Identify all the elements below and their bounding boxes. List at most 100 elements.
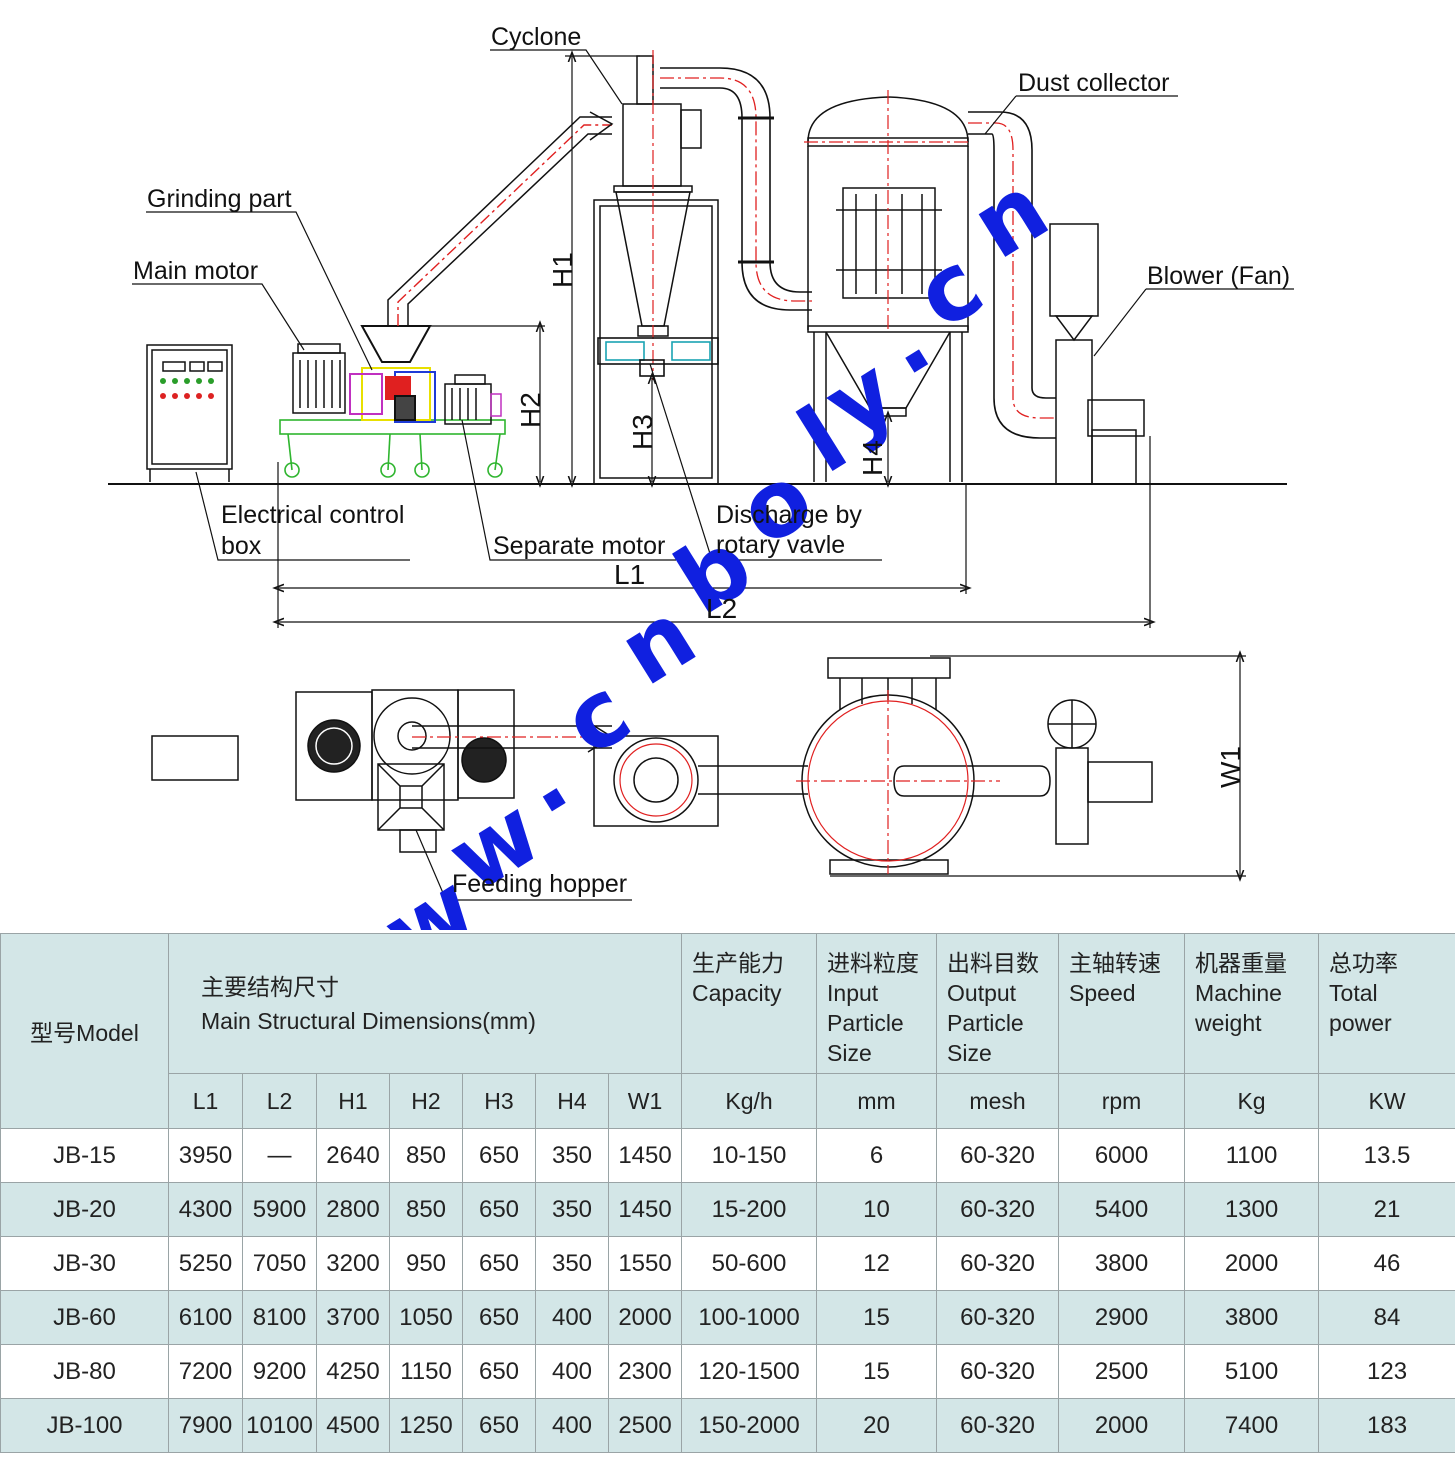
header-line: 总功率 <box>1329 950 1399 976</box>
table-cell: 1250 <box>389 1398 463 1453</box>
table-cell: 650 <box>462 1344 536 1399</box>
table-cell: 6100 <box>168 1290 243 1345</box>
machine-diagram: w w w . c n b o l y . c n Cyclone Dust c… <box>108 23 1294 930</box>
header-line: Capacity <box>692 980 782 1006</box>
table-cell: 60-320 <box>936 1182 1060 1237</box>
table-cell: 15-200 <box>681 1182 818 1237</box>
table-cell: 7400 <box>1184 1398 1320 1453</box>
dim-l2-label: L2 <box>706 593 737 624</box>
table-cell: 120-1500 <box>681 1344 818 1399</box>
weight-header: 机器重量 Machine weight <box>1184 933 1320 1074</box>
unit-cell: mm <box>816 1073 938 1129</box>
table-cell: 7900 <box>168 1398 243 1453</box>
table-cell: 7050 <box>242 1236 317 1291</box>
table-cell: 2000 <box>607 1290 683 1345</box>
table-cell: 6 <box>816 1128 938 1183</box>
collector-blower-pipe <box>968 111 1056 439</box>
watermark-char: n <box>954 154 1066 279</box>
table-cell: 2000 <box>1058 1398 1186 1453</box>
table-cell: 4250 <box>316 1344 390 1399</box>
header-line: Total <box>1329 980 1378 1006</box>
table-cell: 13.5 <box>1318 1128 1455 1183</box>
table-cell: 10 <box>816 1182 938 1237</box>
header-line: 主轴转速 <box>1069 950 1162 976</box>
capacity-header: 生产能力 Capacity <box>681 933 818 1074</box>
table-cell: 5250 <box>168 1236 243 1291</box>
watermark-char: c <box>545 657 648 777</box>
unit-cell: H2 <box>389 1073 463 1129</box>
dimensions-header-cn: 主要结构尺寸 <box>201 973 339 1000</box>
table-cell: 10100 <box>242 1398 317 1453</box>
table-cell: 2500 <box>1058 1344 1186 1399</box>
table-cell: 8100 <box>242 1290 317 1345</box>
unit-cell: H1 <box>316 1073 390 1129</box>
table-cell: 650 <box>462 1290 536 1345</box>
table-cell: 3700 <box>316 1290 390 1345</box>
unit-cell: mesh <box>936 1073 1060 1129</box>
unit-cell: Kg/h <box>681 1073 818 1129</box>
header-line: Machine <box>1195 980 1282 1006</box>
header-line: Speed <box>1069 980 1136 1006</box>
header-line: Particle <box>947 1010 1024 1036</box>
unit-cell: H3 <box>462 1073 536 1129</box>
table-cell: 5900 <box>242 1182 317 1237</box>
electrical-box-label-line1: Electrical control <box>221 501 404 529</box>
grinding-part-label: Grinding part <box>147 185 292 213</box>
dust-collector <box>807 96 969 482</box>
table-cell: 9200 <box>242 1344 317 1399</box>
table-cell: 1150 <box>389 1344 463 1399</box>
speed-header: 主轴转速 Speed <box>1058 933 1186 1074</box>
header-line: weight <box>1195 1010 1262 1036</box>
table-cell: — <box>242 1128 317 1183</box>
dim-h1-label: H1 <box>547 252 578 288</box>
input-size-header: 进料粒度 Input Particle Size <box>816 933 938 1074</box>
table-cell: 2800 <box>316 1182 390 1237</box>
header-line: Size <box>947 1040 992 1066</box>
table-cell: 950 <box>389 1236 463 1291</box>
discharge-label-line2: rotary vavle <box>716 531 845 559</box>
table-cell: 400 <box>535 1344 609 1399</box>
header-line: 生产能力 <box>692 950 785 976</box>
plan-control-box <box>151 735 239 781</box>
header-line: 机器重量 <box>1195 950 1288 976</box>
electrical-box-label-line2: box <box>221 532 262 560</box>
unit-cell: rpm <box>1058 1073 1186 1129</box>
table-cell: 123 <box>1318 1344 1455 1399</box>
unit-cell: Kg <box>1184 1073 1320 1129</box>
table-cell: 2900 <box>1058 1290 1186 1345</box>
dim-h3-label: H3 <box>627 414 658 450</box>
table-cell: 60-320 <box>936 1398 1060 1453</box>
table-cell: 60-320 <box>936 1128 1060 1183</box>
plan-cyclone <box>593 735 808 827</box>
main-motor-label: Main motor <box>133 257 258 285</box>
table-cell: 850 <box>389 1182 463 1237</box>
model-cell: JB-80 <box>0 1344 169 1399</box>
table-cell: 150-2000 <box>681 1398 818 1453</box>
grinding-part <box>349 325 436 423</box>
spec-table: 型号Model 主要结构尺寸 Main Structural Dimension… <box>0 933 1455 1453</box>
table-cell: 1300 <box>1184 1182 1320 1237</box>
cyclone-label: Cyclone <box>491 23 581 51</box>
control-box-lamps <box>160 378 214 399</box>
model-cell: JB-20 <box>0 1182 169 1237</box>
header-line: Size <box>827 1040 872 1066</box>
table-cell: 2300 <box>607 1344 683 1399</box>
rotary-valve <box>597 337 719 377</box>
table-cell: 100-1000 <box>681 1290 818 1345</box>
table-cell: 2640 <box>316 1128 390 1183</box>
cyclone-dust-pipe <box>660 67 812 311</box>
plan-blower <box>1047 699 1153 845</box>
table-cell: 3200 <box>316 1236 390 1291</box>
table-cell: 10-150 <box>681 1128 818 1183</box>
model-cell: JB-15 <box>0 1128 169 1183</box>
header-line: Particle <box>827 1010 904 1036</box>
table-cell: 60-320 <box>936 1344 1060 1399</box>
table-cell: 20 <box>816 1398 938 1453</box>
header-line: Output <box>947 980 1017 1006</box>
table-cell: 2000 <box>1184 1236 1320 1291</box>
grinder-cyclone-pipe <box>387 111 614 326</box>
table-cell: 46 <box>1318 1236 1455 1291</box>
table-cell: 84 <box>1318 1290 1455 1345</box>
